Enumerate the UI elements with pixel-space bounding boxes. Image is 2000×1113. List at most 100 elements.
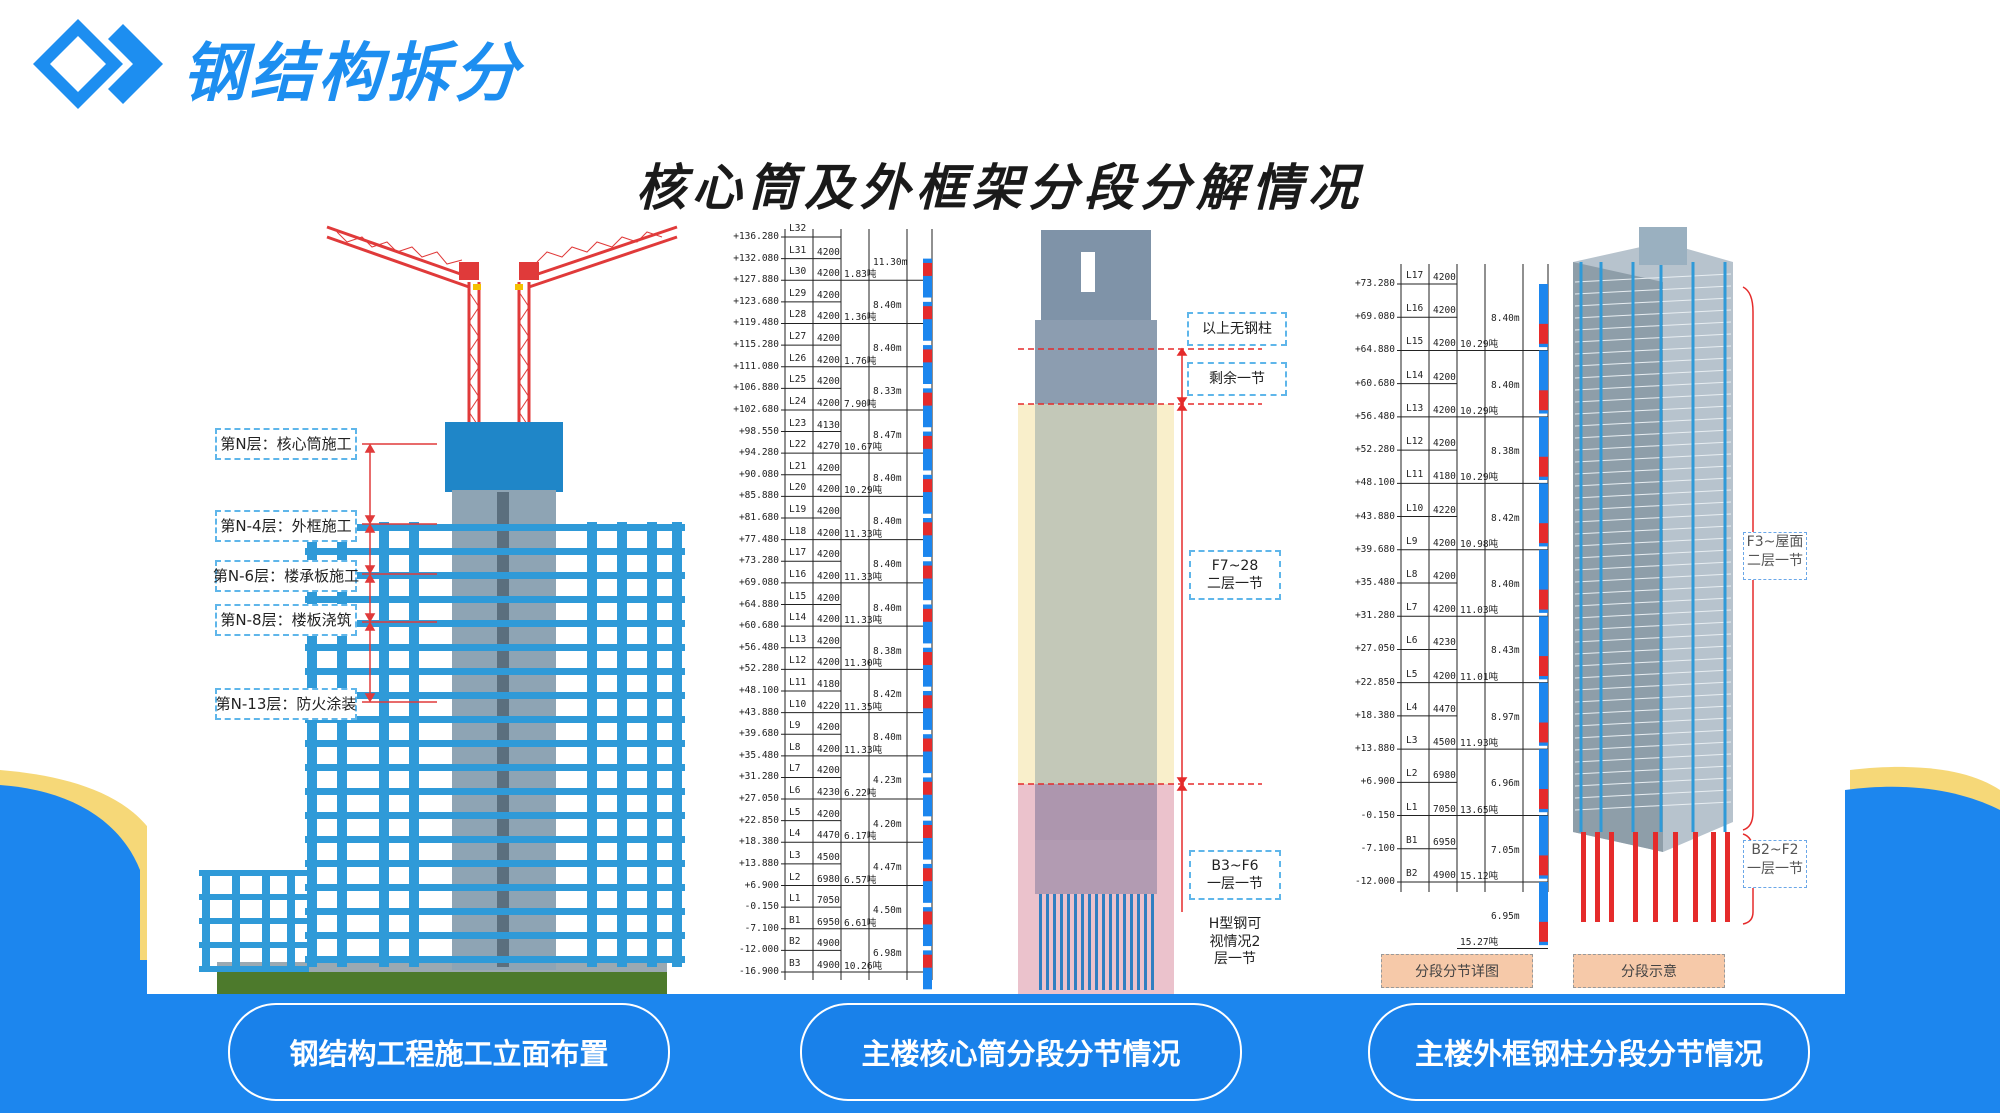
level-label: L12 — [1406, 436, 1424, 448]
height-value: 4180 — [817, 678, 840, 690]
elevation-label: +43.880 — [738, 706, 779, 718]
elevation-label: +48.100 — [1354, 477, 1395, 489]
elevation-label: +31.280 — [1354, 610, 1395, 622]
level-label: L17 — [1406, 270, 1424, 281]
weight-value: 10.29吨 — [844, 485, 883, 497]
callout-b3-f6: B3~F6 一层一节 — [1189, 850, 1281, 900]
label-b2-f2: B2~F2 一层一节 — [1743, 840, 1807, 888]
level-label: L20 — [789, 482, 807, 494]
height-value: 6980 — [817, 873, 840, 885]
elevation-label: -12.000 — [738, 944, 779, 956]
weight-value: 11.33吨 — [844, 744, 883, 756]
callout-fireproofing: 第N-13层：防火涂装 — [215, 688, 357, 720]
height-value: 4220 — [1433, 504, 1456, 516]
level-label: L5 — [1406, 668, 1418, 680]
level-label: L29 — [789, 287, 807, 299]
callout-outer-frame: 第N-4层：外框施工 — [215, 510, 357, 542]
elevation-label: +69.080 — [1354, 311, 1395, 323]
elevation-label: +60.680 — [1354, 377, 1395, 389]
caption-middle: 主楼核心筒分段分节情况 — [800, 1003, 1242, 1101]
panel-left: 第N层：核心筒施工 第N-4层：外框施工 第N-6层：楼承板施工 第N-8层：楼… — [147, 222, 717, 994]
elevation-label: +35.480 — [1354, 577, 1395, 588]
callout-f7-28: F7~28 二层一节 — [1189, 550, 1281, 600]
height-value: 4200 — [817, 376, 840, 388]
segment-length: 8.40m — [873, 559, 902, 571]
elevation-label: +132.080 — [733, 252, 779, 264]
weight-value: 11.33吨 — [844, 571, 883, 583]
height-value: 4200 — [817, 397, 840, 409]
level-label: L15 — [1406, 336, 1424, 348]
segment-length: 8.40m — [873, 299, 902, 311]
elevation-label: +123.680 — [733, 295, 779, 307]
level-label: L17 — [789, 547, 807, 559]
level-label: L10 — [789, 698, 807, 710]
height-value: 4200 — [817, 289, 840, 301]
weight-value: 6.22吨 — [844, 788, 877, 800]
elevation-label: -16.900 — [738, 966, 779, 977]
level-label: L7 — [1406, 602, 1418, 614]
level-label: L26 — [789, 352, 807, 364]
height-value: 4200 — [817, 722, 840, 734]
segment-length: 8.40m — [873, 472, 902, 484]
callout-core-tube: 第N层：核心筒施工 — [215, 428, 357, 460]
elevation-label: -0.150 — [744, 901, 779, 913]
level-label: L2 — [789, 871, 801, 883]
elevation-label: -12.000 — [1354, 876, 1395, 887]
elevation-label: -0.150 — [1360, 809, 1395, 821]
elevation-label: +13.880 — [1354, 743, 1395, 755]
level-label: B3 — [789, 958, 801, 969]
level-label: L14 — [1406, 369, 1424, 381]
level-label: L13 — [789, 633, 807, 645]
level-label: L27 — [789, 331, 807, 343]
weight-value: 11.01吨 — [1460, 671, 1499, 683]
outer-frame-table-grid — [1397, 227, 1754, 949]
elevation-label: +31.280 — [738, 771, 779, 783]
elevation-label: +98.550 — [738, 425, 779, 437]
elevation-label: +27.050 — [1354, 643, 1395, 655]
segment-length: 8.40m — [1491, 379, 1520, 391]
segment-length: 8.42m — [1491, 512, 1520, 524]
height-value: 4200 — [1433, 604, 1456, 616]
height-value: 4900 — [817, 938, 840, 950]
level-label: L8 — [1406, 569, 1418, 580]
elevation-label: +52.280 — [738, 663, 779, 675]
weight-value: 1.76吨 — [844, 355, 877, 367]
level-label: L1 — [789, 893, 801, 905]
height-value: 7050 — [1433, 803, 1456, 815]
level-label: L30 — [789, 266, 807, 278]
height-value: 4230 — [1433, 637, 1456, 649]
elevation-label: +35.480 — [738, 749, 779, 761]
elevation-label: +6.900 — [1360, 776, 1395, 788]
level-label: L13 — [1406, 402, 1424, 414]
level-label: L8 — [789, 741, 801, 753]
core-segment-table-grid — [781, 229, 1262, 994]
height-value: 4200 — [1433, 272, 1456, 283]
elevation-label: +102.680 — [733, 403, 779, 415]
elevation-label: +52.280 — [1354, 444, 1395, 456]
height-value: 4200 — [817, 484, 840, 496]
level-label: L10 — [1406, 502, 1424, 514]
segment-length: 4.47m — [873, 861, 902, 873]
elevation-label: +69.080 — [738, 576, 779, 588]
level-label: L16 — [1406, 303, 1424, 315]
weight-value: 10.98吨 — [1460, 538, 1499, 550]
elevation-label: +43.880 — [1354, 510, 1395, 522]
elevation-label: +39.680 — [738, 728, 779, 740]
segment-length: 8.38m — [873, 645, 902, 657]
elevation-label: -7.100 — [1360, 842, 1395, 854]
height-value: 6980 — [1433, 770, 1456, 782]
level-label: L23 — [789, 417, 807, 429]
weight-value: 10.29吨 — [1460, 472, 1499, 484]
segment-length: 8.97m — [1491, 711, 1520, 723]
height-value: 4500 — [817, 851, 840, 863]
level-label: L24 — [789, 395, 807, 407]
elevation-label: +22.850 — [738, 814, 779, 826]
caption-left: 钢结构工程施工立面布置 — [228, 1003, 670, 1101]
height-value: 6950 — [817, 916, 840, 928]
height-value: 4270 — [817, 441, 840, 453]
segment-length: 6.96m — [1491, 778, 1520, 790]
elevation-label: +48.100 — [738, 684, 779, 696]
level-label: L6 — [789, 785, 801, 797]
weight-value: 15.27吨 — [1460, 937, 1499, 949]
callout-no-steel-column: 以上无钢柱 — [1187, 312, 1287, 346]
